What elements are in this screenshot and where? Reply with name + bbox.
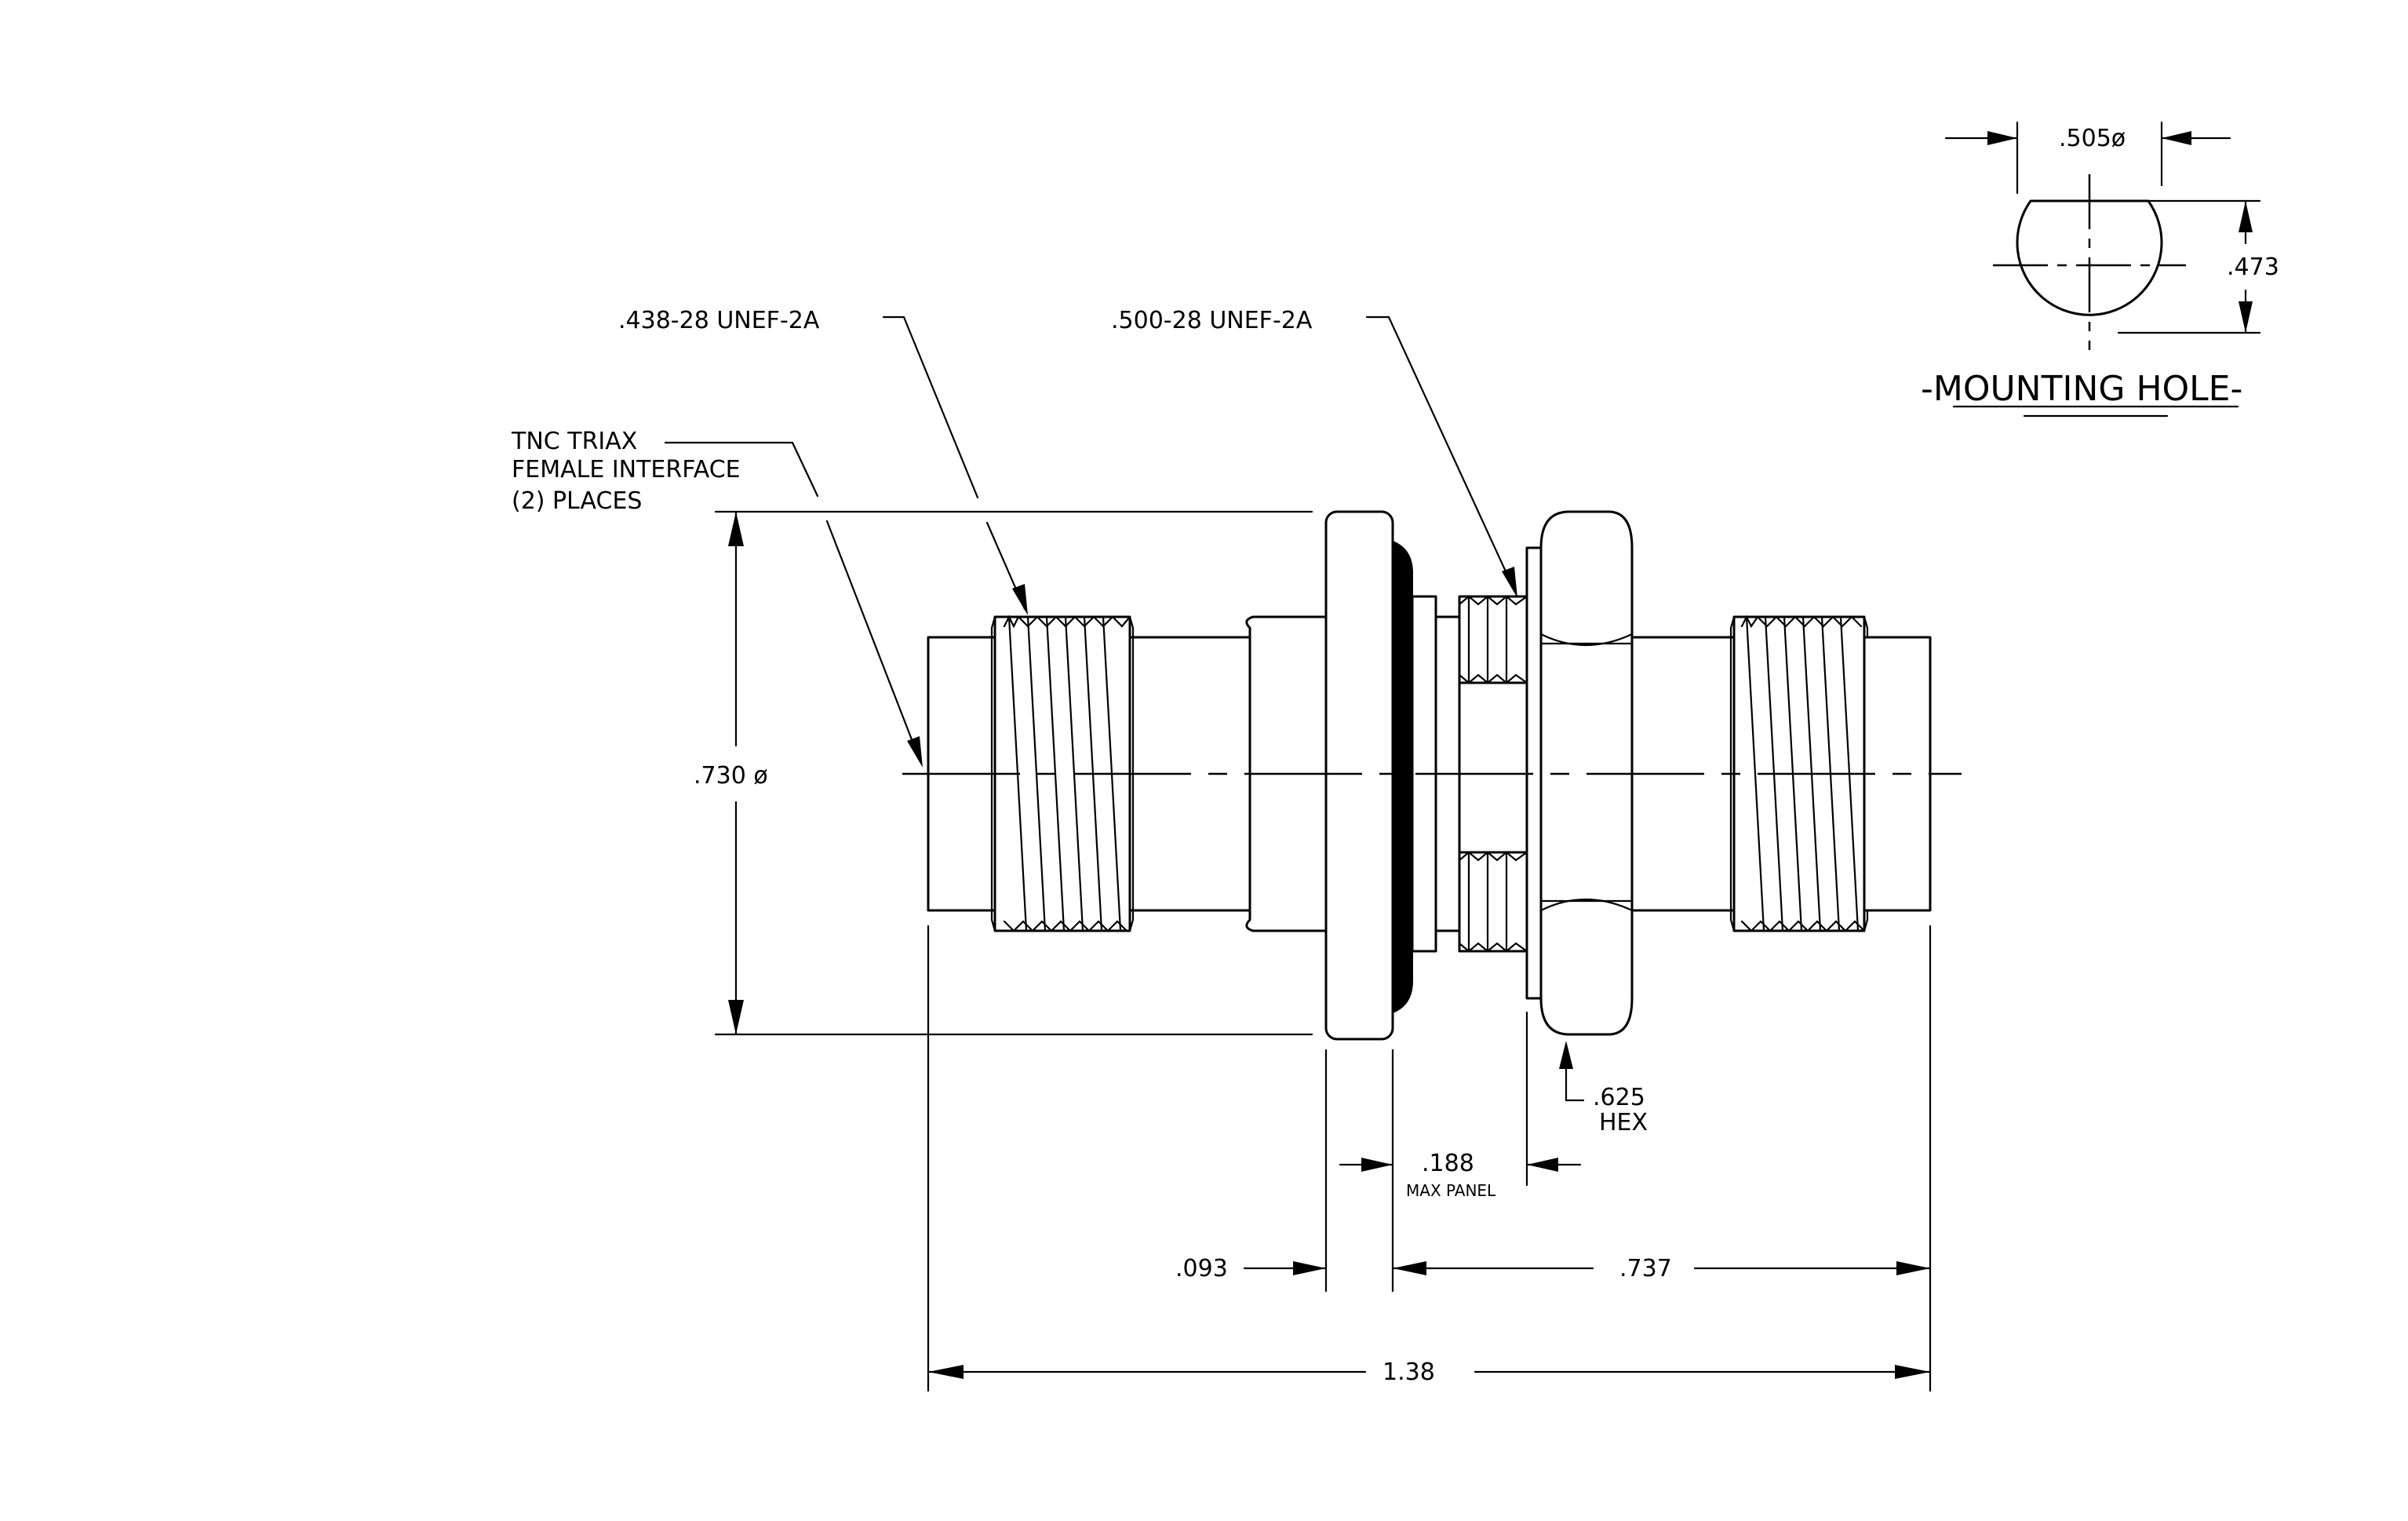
label-hole-flat: .473	[2227, 254, 2279, 281]
hex-flat-line-lower	[1539, 898, 1634, 912]
mount-thread-upper	[1458, 595, 1528, 684]
label-hole-diameter: .505ø	[2059, 125, 2126, 152]
label-panel-dim: .188	[1422, 1150, 1474, 1177]
label-hex-size: .625	[1593, 1084, 1645, 1111]
label-total-length: 1.38	[1383, 1359, 1435, 1386]
label-flange-dim: .093	[1175, 1255, 1228, 1282]
flange	[1324, 510, 1394, 1041]
label-panel-note: MAX PANEL	[1406, 1181, 1496, 1200]
label-thread-right: .500-28 UNEF-2A	[1111, 307, 1313, 334]
mounting-hole-detail	[1944, 121, 2261, 418]
hex-flat-line-upper	[1539, 633, 1634, 647]
gasket	[1392, 540, 1413, 1014]
connector-body	[927, 510, 1932, 1041]
label-overall-diameter: .730 ø	[694, 762, 768, 790]
label-hex-word: HEX	[1599, 1109, 1648, 1136]
label-rear-length: .737	[1619, 1255, 1672, 1282]
label-interface-line2: FEMALE INTERFACE	[512, 456, 741, 483]
label-mounting-hole-title: -MOUNTING HOLE-	[1921, 369, 2242, 409]
mount-thread-core	[1458, 681, 1528, 854]
leader-lines	[664, 316, 1517, 768]
mount-thread-lower	[1458, 851, 1528, 953]
label-interface-line3: (2) PLACES	[512, 487, 642, 515]
label-thread-left: .438-28 UNEF-2A	[618, 307, 820, 334]
dimension-lines	[714, 510, 1932, 1392]
mounting-hole-shape	[2016, 199, 2163, 316]
label-interface-line1: TNC TRIAX	[511, 428, 637, 455]
